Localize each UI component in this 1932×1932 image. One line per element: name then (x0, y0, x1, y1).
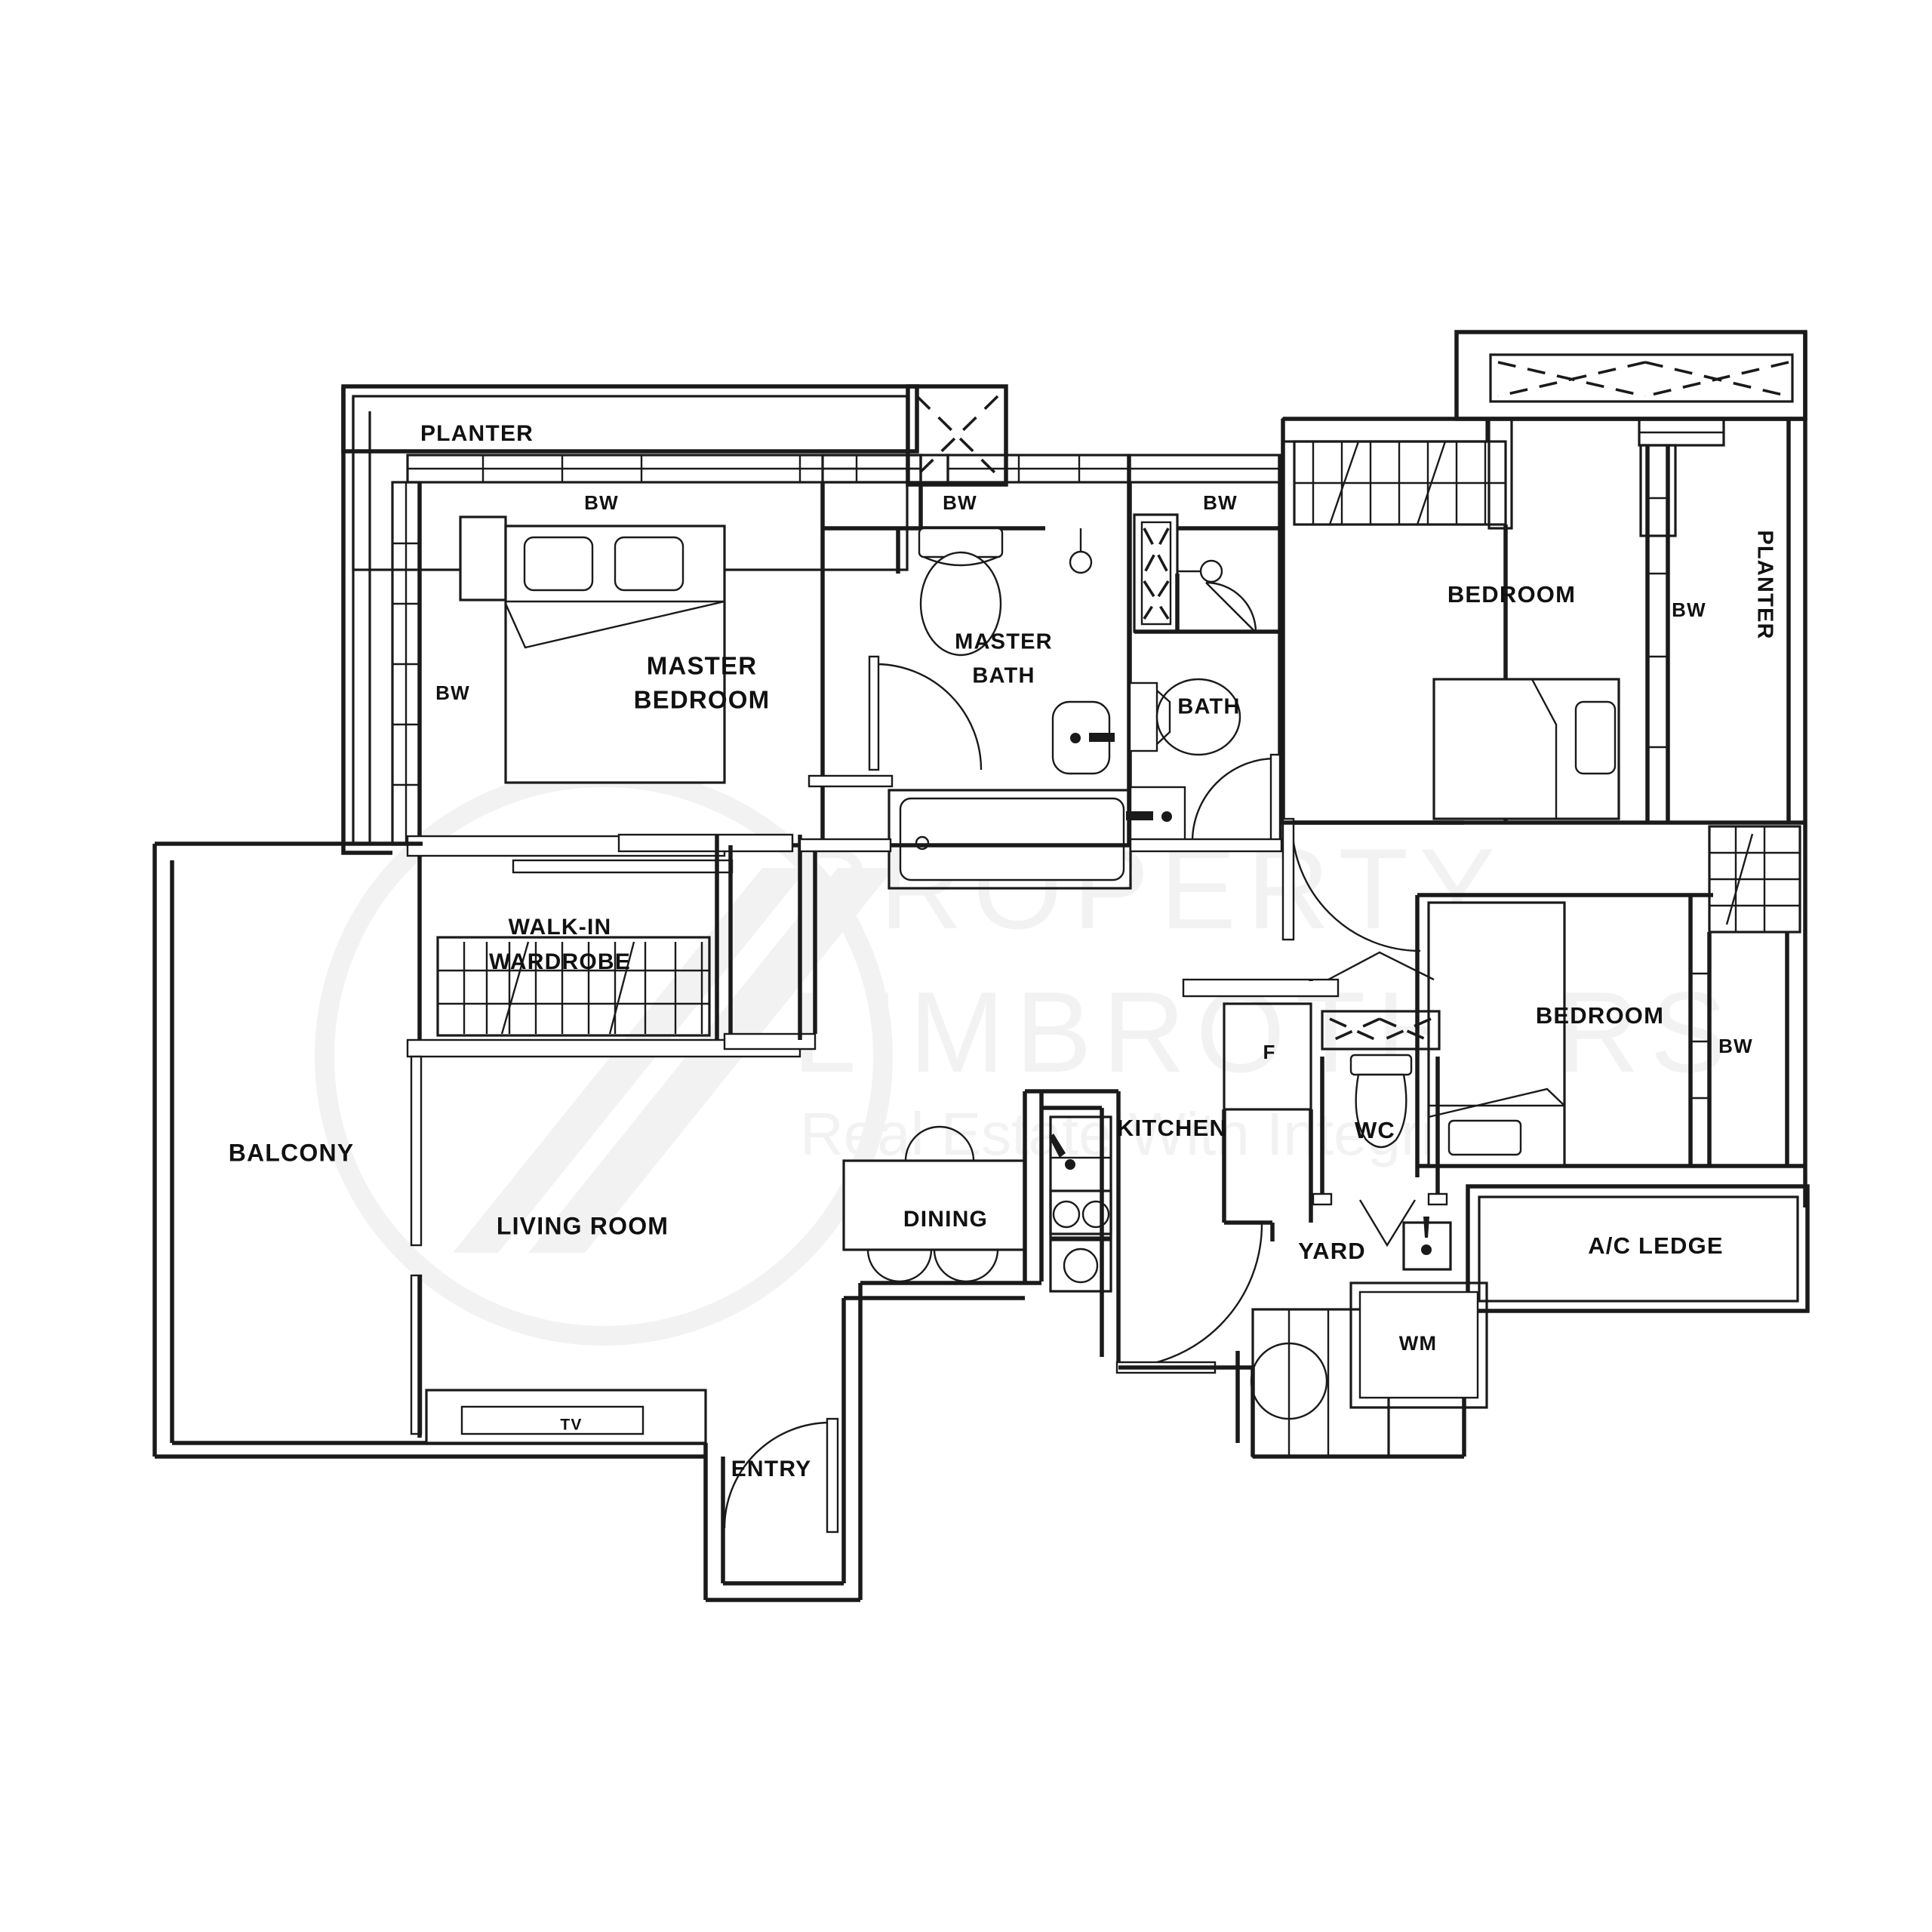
room-label-bath: BATH (1177, 695, 1240, 719)
kitchen-walls (1023, 978, 1340, 1367)
basin-bath (1126, 786, 1186, 848)
room-label-living-room: LIVING ROOM (497, 1212, 669, 1239)
room-label-ac-ledge: A/C LEDGE (1588, 1232, 1724, 1259)
bed-bedroom-right (1427, 901, 1566, 1167)
ac-ledge-walls (1466, 1184, 1810, 1313)
annotation-bw-mbath: BW (943, 491, 977, 514)
bed-bedroom-top (1432, 678, 1620, 820)
shower-fixture-master-bath (1069, 528, 1093, 574)
room-label-balcony: BALCONY (229, 1139, 355, 1166)
room-label-master-bath2: BATH (972, 664, 1035, 688)
washing-machine-box (1349, 1281, 1488, 1409)
room-label-master-bedroom2: BEDROOM (634, 686, 771, 714)
annotation-fridge: F (1263, 1041, 1275, 1063)
bath-walls (1127, 454, 1282, 845)
room-label-wc: WC (1355, 1117, 1395, 1143)
room-label-walk-in-1: WALK-IN (509, 915, 612, 940)
room-labels-layer: PLANTER MASTER BEDROOM MASTER BATH BATH BEDROO… (229, 421, 1777, 1481)
room-label-planter-right: PLANTER (1752, 530, 1777, 639)
tv-console (425, 1389, 707, 1444)
master-bed (459, 515, 726, 784)
room-label-yard: YARD (1298, 1238, 1366, 1264)
aircon-box-top (906, 384, 1008, 487)
entry-walls (703, 1283, 863, 1602)
annotation-bw-master-left: BW (435, 681, 470, 704)
door-bedroom-top (1281, 817, 1421, 952)
room-label-master-bath: MASTER (955, 630, 1053, 654)
living-room-walls (410, 1055, 423, 1438)
toilet-bath (1128, 678, 1241, 756)
room-label-bedroom-right: BEDROOM (1536, 1002, 1664, 1029)
annotation-washing-machine: WM (1399, 1332, 1437, 1355)
room-label-dining: DINING (903, 1207, 988, 1232)
room-label-planter-top: PLANTER (420, 421, 534, 446)
door-entry (723, 1417, 839, 1534)
annotation-labels-layer: BW BW BW BW BW BW F WM TV (435, 491, 1753, 1434)
room-label-entry: ENTRY (731, 1457, 812, 1481)
door-master-bath (868, 655, 983, 771)
basin-master-bath (1051, 700, 1115, 775)
annotation-bw-bath: BW (1203, 491, 1238, 514)
walk-in-wardrobe (406, 833, 817, 1058)
room-label-bedroom-top: BEDROOM (1447, 581, 1576, 608)
annotation-bw-bedroom-top: BW (1672, 598, 1706, 621)
annotation-bw-bedroom-right: BW (1718, 1035, 1753, 1057)
dining-table (842, 1125, 1026, 1283)
yard-walls (1118, 1217, 1466, 1459)
room-label-walk-in-2: WARDROBE (489, 949, 631, 974)
annotation-bw-master-top: BW (584, 491, 619, 514)
room-label-master-bedroom: MASTER (647, 652, 758, 680)
room-label-kitchen: KITCHEN (1117, 1115, 1227, 1141)
planter-strip-mid (1708, 823, 1807, 1208)
door-bath (1191, 753, 1281, 847)
toilet-master-bath (918, 527, 1004, 657)
corridor-walls (798, 820, 1464, 1300)
wc-walls (1309, 951, 1448, 1247)
annotation-tv: TV (560, 1417, 582, 1434)
